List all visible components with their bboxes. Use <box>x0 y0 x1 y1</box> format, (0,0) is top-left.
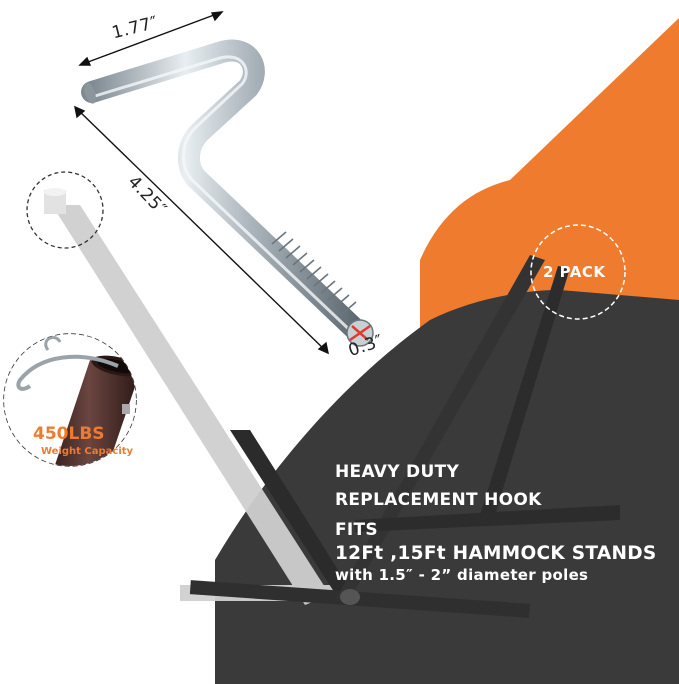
headline-heavy-duty: HEAVY DUTY <box>335 462 460 482</box>
weight-capacity-value: 450LBS <box>33 424 105 444</box>
headline-replacement-hook: REPLACEMENT HOOK <box>335 490 542 510</box>
s-hook-graphic <box>81 39 374 347</box>
headline-pole-diameter: with 1.5″ - 2” diameter poles <box>335 566 589 584</box>
pole-tip-circle <box>26 171 104 249</box>
stand-frame <box>189 255 620 618</box>
pack-circle <box>530 224 626 320</box>
weight-capacity-label: Weight Capacity <box>41 446 134 457</box>
pack-count-label: 2 PACK <box>543 263 606 281</box>
headline-stand-sizes: 12Ft ,15Ft HAMMOCK STANDS <box>335 543 657 564</box>
dimension-lines <box>74 11 329 355</box>
headline-fits: FITS <box>335 520 378 540</box>
